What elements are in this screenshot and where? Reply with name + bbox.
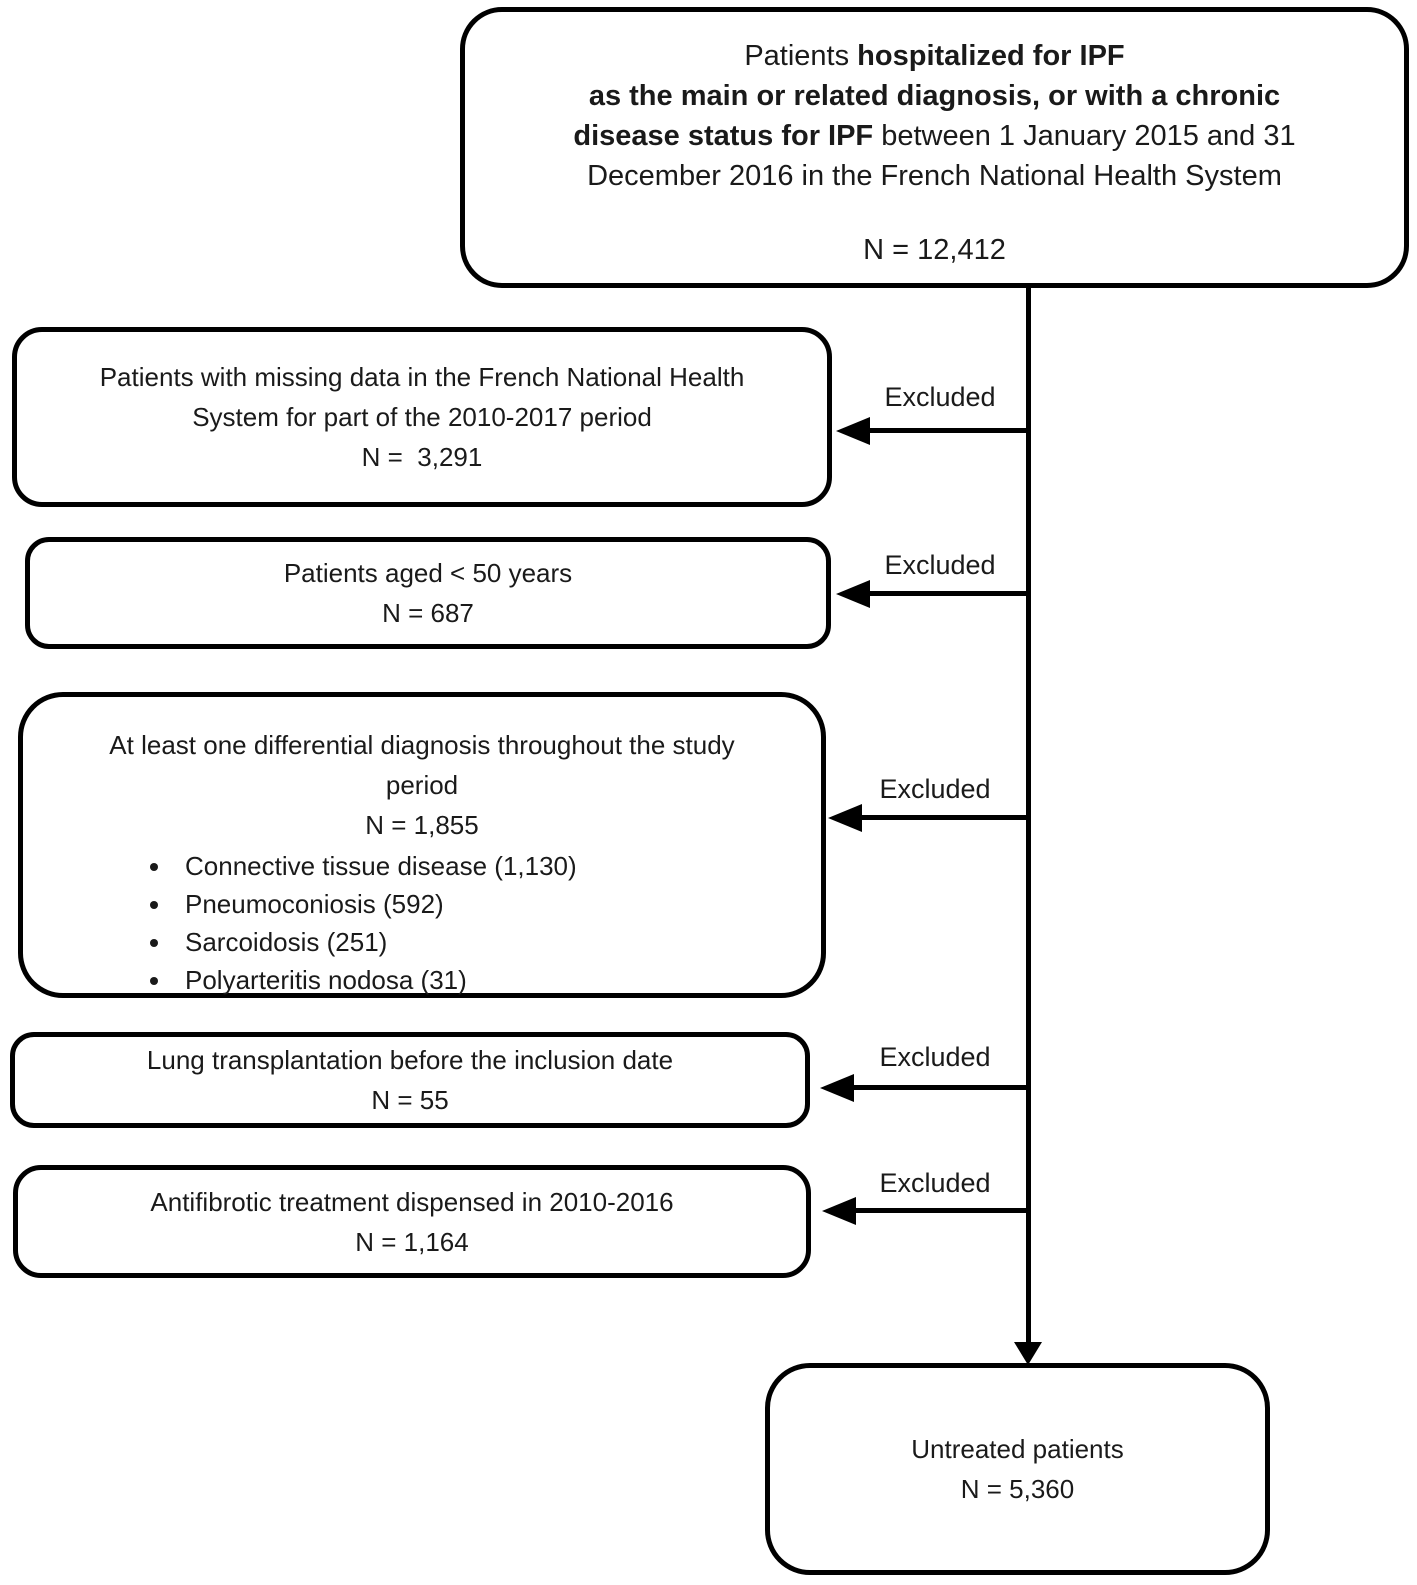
arrow-shaft <box>848 1085 1031 1090</box>
exclusion-text: System for part of the 2010-2017 period <box>192 402 652 432</box>
exclusion-text: Antifibrotic treatment dispensed in 2010… <box>150 1186 674 1217</box>
top-box-text-bold: as the main or related diagnosis, or wit… <box>588 80 1281 112</box>
arrow-shaft <box>856 815 1031 820</box>
list-item: Polyarteritis nodosa (31) <box>173 961 821 999</box>
exclusion-box-missing-data: Patients with missing data in the French… <box>12 327 832 507</box>
final-box-untreated-patients: Untreated patients N = 5,360 <box>765 1363 1270 1575</box>
arrow-shaft <box>864 428 1031 433</box>
down-arrowhead-icon <box>1014 1342 1042 1365</box>
list-item: Sarcoidosis (251) <box>173 923 821 961</box>
exclusion-text: Patients aged < 50 years <box>283 558 573 588</box>
excluded-label: Excluded <box>879 774 991 804</box>
exclusion-text: At least one differential diagnosis thro… <box>109 730 735 760</box>
exclusion-box-antifibrotic-treatment: Antifibrotic treatment dispensed in 2010… <box>13 1165 811 1278</box>
excluded-arrow <box>836 415 1031 447</box>
excluded-label: Excluded <box>879 1168 991 1198</box>
top-box-text-regular: between 1 January 2015 and 31 <box>873 120 1296 152</box>
list-item: Pneumoconiosis (592) <box>173 885 821 923</box>
exclusion-n-value: N = 1,164 <box>355 1226 469 1257</box>
exclusion-n-value: N = 3,291 <box>361 442 483 472</box>
excluded-arrow <box>836 578 1031 610</box>
top-box-n-value: N = 12,412 <box>863 234 1006 266</box>
excluded-label: Excluded <box>879 1042 991 1072</box>
top-box-hospitalized-ipf: Patients hospitalized for IPF as the mai… <box>460 7 1409 288</box>
top-box-text-regular: Patients <box>744 40 858 72</box>
exclusion-n-value: N = 1,855 <box>365 810 479 840</box>
top-box-text-bold: hospitalized for IPF <box>857 40 1125 72</box>
exclusion-text: Lung transplantation before the inclusio… <box>146 1045 674 1075</box>
excluded-arrow <box>820 1072 1031 1104</box>
exclusion-box-differential-diagnosis: At least one differential diagnosis thro… <box>18 692 826 998</box>
final-box-text: Untreated patients <box>911 1434 1124 1464</box>
top-box-text: Patients hospitalized for IPF as the mai… <box>573 36 1295 196</box>
exclusion-n-value: N = 55 <box>371 1085 449 1115</box>
exclusion-box-lung-transplantation: Lung transplantation before the inclusio… <box>10 1032 810 1128</box>
list-item: Connective tissue disease (1,130) <box>173 847 821 885</box>
arrow-shaft <box>864 591 1031 596</box>
exclusion-text: Patients with missing data in the French… <box>99 362 745 392</box>
exclusion-text: period <box>385 770 459 800</box>
excluded-label: Excluded <box>884 382 996 412</box>
top-box-text-regular: December 2016 in the French National Hea… <box>587 160 1282 192</box>
arrow-shaft <box>850 1208 1031 1213</box>
exclusion-n-value: N = 687 <box>382 598 474 628</box>
excluded-arrow <box>828 802 1031 834</box>
top-box-text-bold: disease status for IPF <box>573 120 874 152</box>
excluded-arrow <box>822 1195 1031 1227</box>
final-box-n-value: N = 5,360 <box>960 1474 1075 1504</box>
excluded-label: Excluded <box>884 550 996 580</box>
differential-diagnosis-list: Connective tissue disease (1,130) Pneumo… <box>23 847 821 999</box>
exclusion-box-aged-under-50: Patients aged < 50 years N = 687 <box>25 537 831 649</box>
